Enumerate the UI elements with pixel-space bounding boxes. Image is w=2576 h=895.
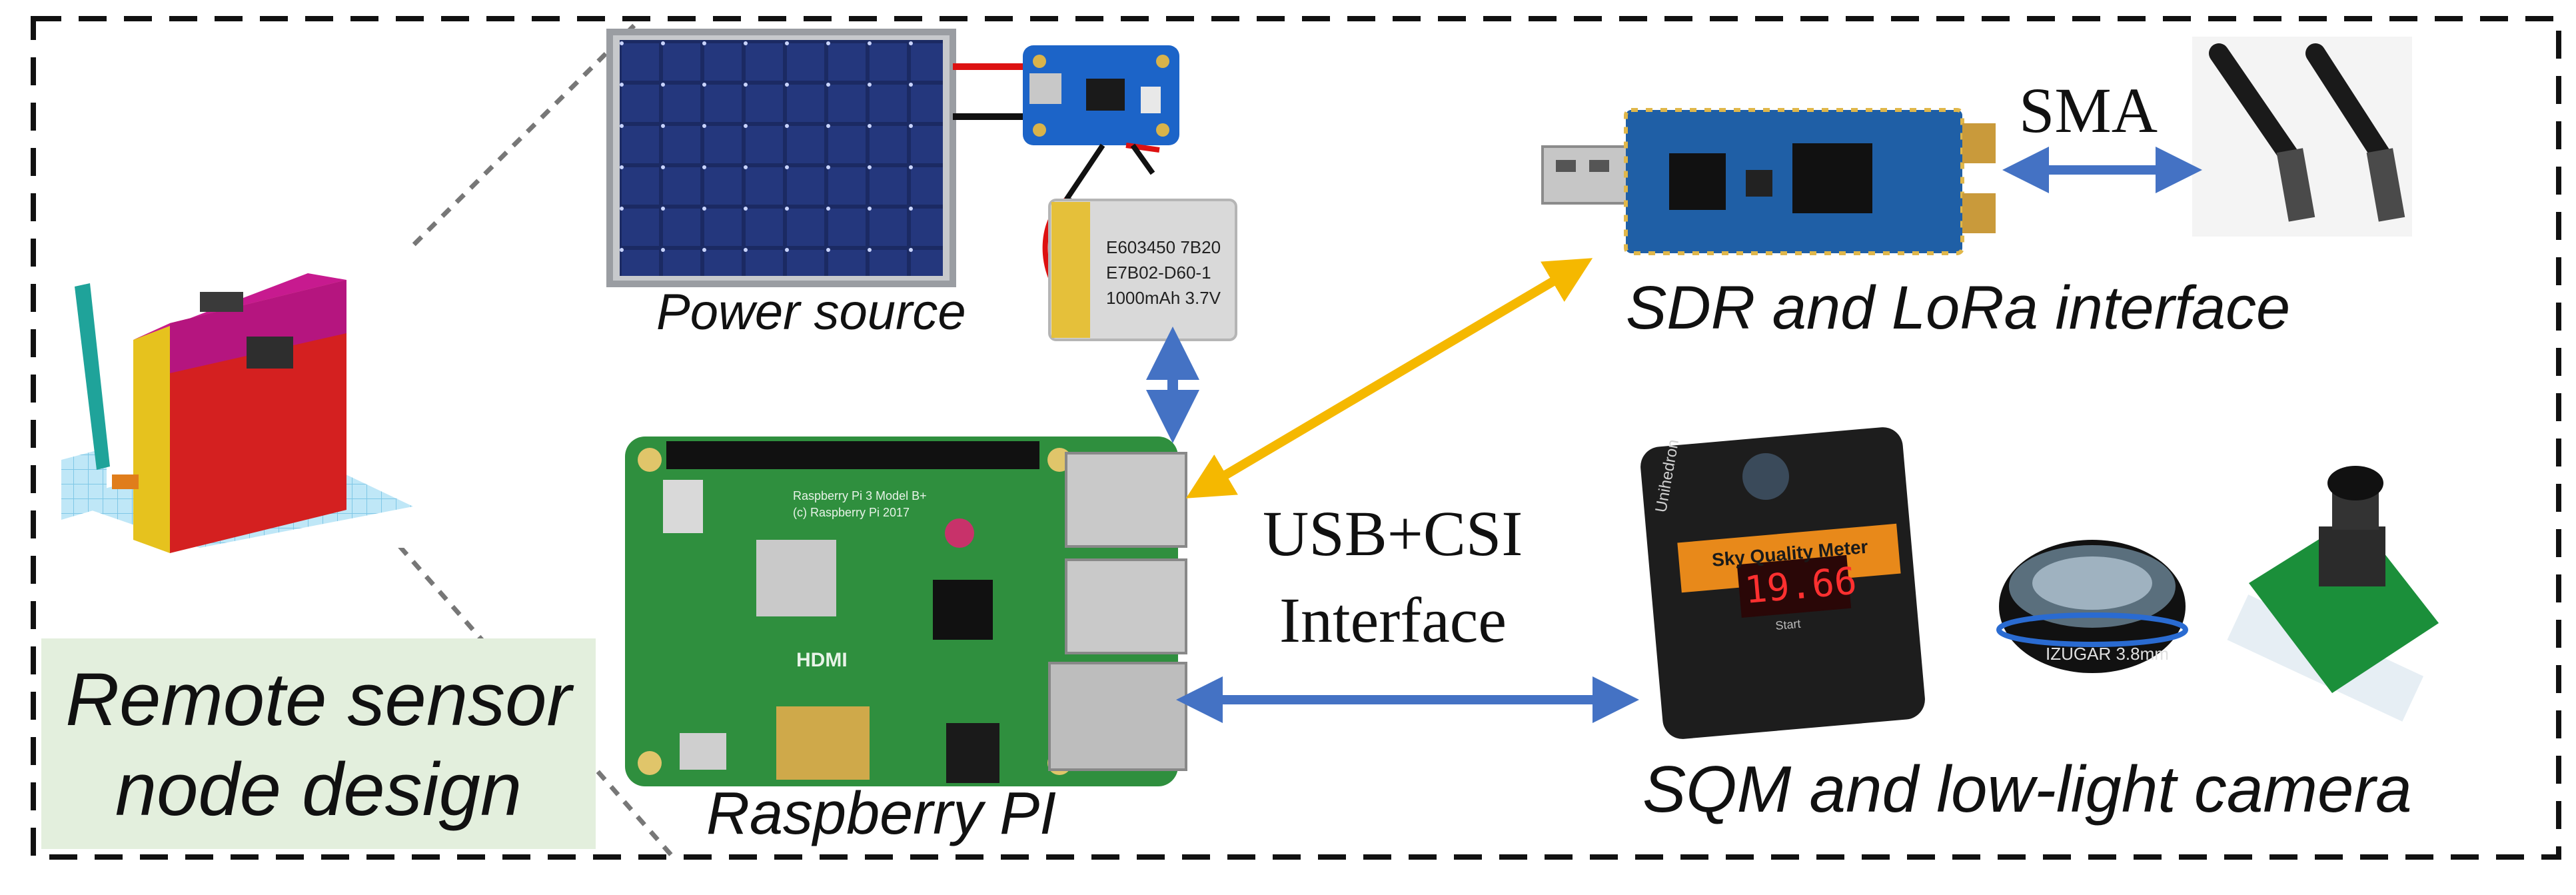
caption-box-bg: [41, 638, 596, 849]
outer-dashed-frame: [31, 16, 2561, 860]
sqm-reading-text: 19.66: [1743, 560, 1859, 612]
sqm-device-image: [1640, 427, 1925, 739]
sqm-camera-label: SQM and low-light camera: [1642, 752, 2412, 826]
fisheye-lens-image: [1996, 540, 2188, 673]
caption-line-2: node design: [115, 748, 522, 831]
pi-silkscreen-text: Raspberry Pi 3 Model B+: [793, 489, 927, 502]
caption-line-1: Remote sensor: [65, 658, 572, 741]
usb-csi-label-line-1: USB+CSI: [1263, 498, 1523, 569]
sqm-button-text: Start: [1775, 617, 1802, 632]
pi-hdmi-text: HDMI: [796, 649, 848, 671]
sdr-lora-label: SDR and LoRa interface: [1626, 274, 2291, 342]
zoom-line-top: [398, 18, 642, 261]
usb-csi-label-line-2: Interface: [1279, 584, 1507, 656]
pi-year-text: (c) Raspberry Pi 2017: [793, 506, 910, 519]
sdr-board-image: [1541, 108, 1996, 255]
battery-text-1: E603450 7B20: [1106, 237, 1221, 257]
sdr-pi-arrow: [1185, 258, 1593, 498]
battery-text-2: E7B02-D60-1: [1106, 263, 1211, 283]
solar-panel-image: [606, 29, 956, 287]
antennas-image: [2192, 37, 2412, 237]
raspberry-pi-label: Raspberry PI: [706, 780, 1057, 847]
sma-label: SMA: [2019, 75, 2158, 146]
power-source-label: Power source: [656, 284, 966, 341]
lens-text: IZUGAR 3.8mm: [2046, 644, 2169, 664]
enclosure-3d-model: [60, 248, 413, 553]
battery-text-3: 1000mAh 3.7V: [1106, 288, 1221, 308]
camera-module-image: [2227, 466, 2439, 722]
